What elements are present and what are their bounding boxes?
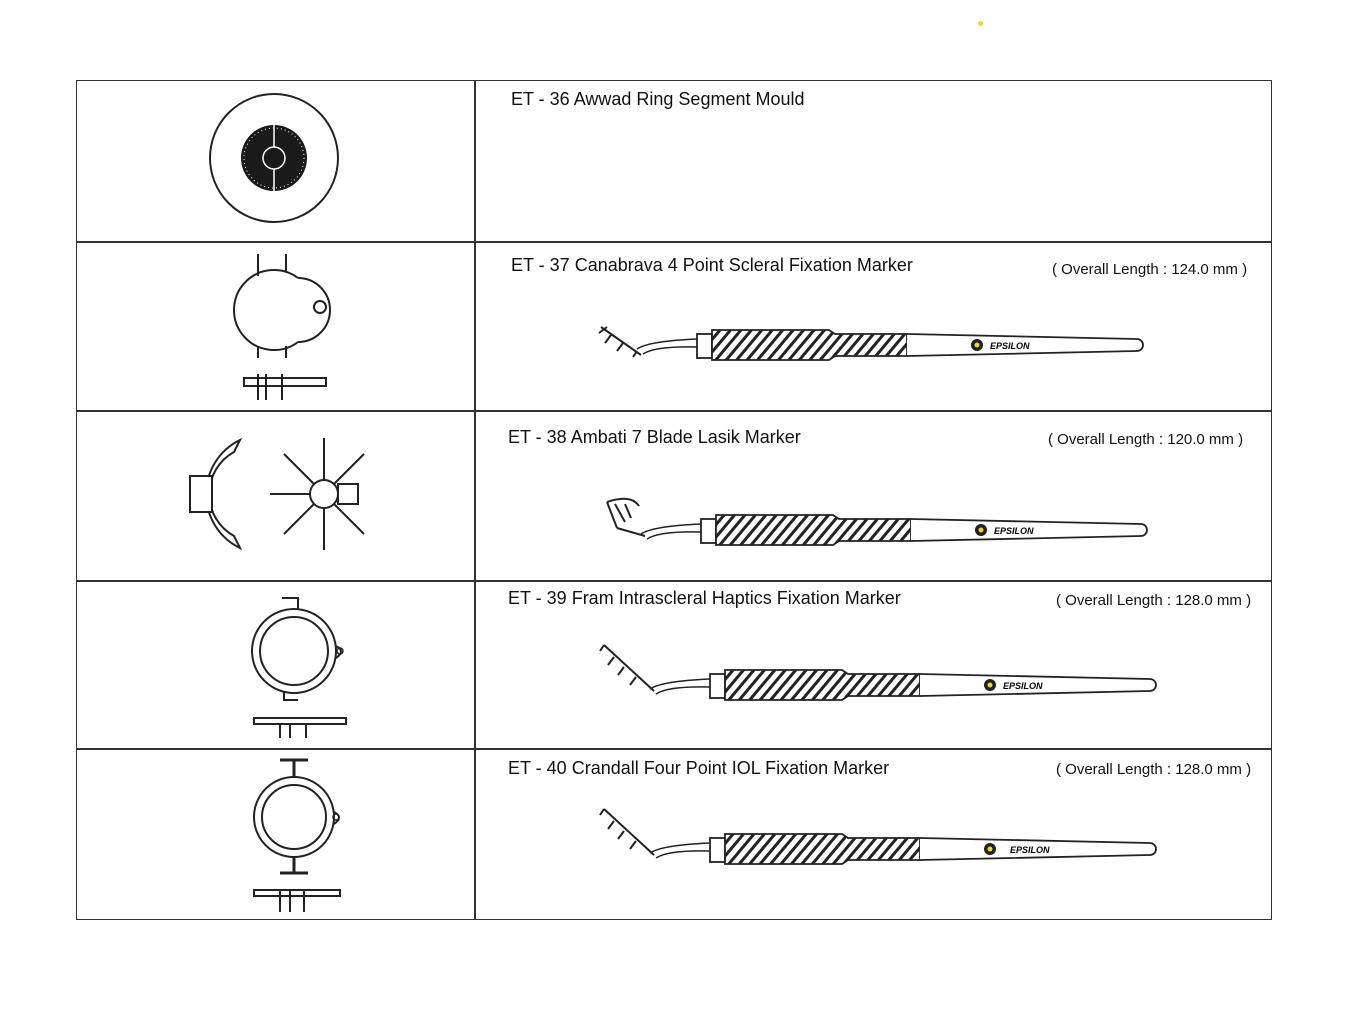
instrument-drawing: EPSILON [598,326,1144,361]
haptics-marker-drawing [251,597,347,738]
product-table [76,80,1272,920]
product-name: ET - 39 Fram Intrascleral Haptics Fixati… [508,588,901,608]
product-name: ET - 36 Awwad Ring Segment Mould [511,89,805,109]
overall-length: ( Overall Length : 128.0 mm ) [1056,761,1252,778]
yellow-dot [978,21,983,26]
row-divider [76,580,1272,582]
instrument-drawing: EPSILON [606,497,1148,546]
row-divider [76,748,1272,750]
brand-logo: EPSILON [990,341,1030,351]
overall-length: ( Overall Length : 124.0 mm ) [1052,261,1248,278]
row-divider [76,241,1272,243]
lasik-marker-drawing [189,437,365,551]
row-divider [76,410,1272,412]
product-name: ET - 38 Ambati 7 Blade Lasik Marker [508,427,801,447]
ring-segment-mould-drawing [209,93,339,223]
iol-marker-drawing [253,758,341,912]
column-divider [474,80,476,920]
brand-logo: EPSILON [994,526,1034,536]
instrument-drawing: EPSILON [599,808,1157,865]
product-name: ET - 40 Crandall Four Point IOL Fixation… [508,758,890,778]
scleral-marker-drawing [233,254,331,400]
instrument-drawing: EPSILON [599,644,1157,701]
overall-length: ( Overall Length : 120.0 mm ) [1048,431,1244,448]
brand-logo: EPSILON [1010,845,1050,855]
product-name: ET - 37 Canabrava 4 Point Scleral Fixati… [511,255,913,275]
brand-logo: EPSILON [1003,681,1043,691]
overall-length: ( Overall Length : 128.0 mm ) [1056,592,1252,609]
